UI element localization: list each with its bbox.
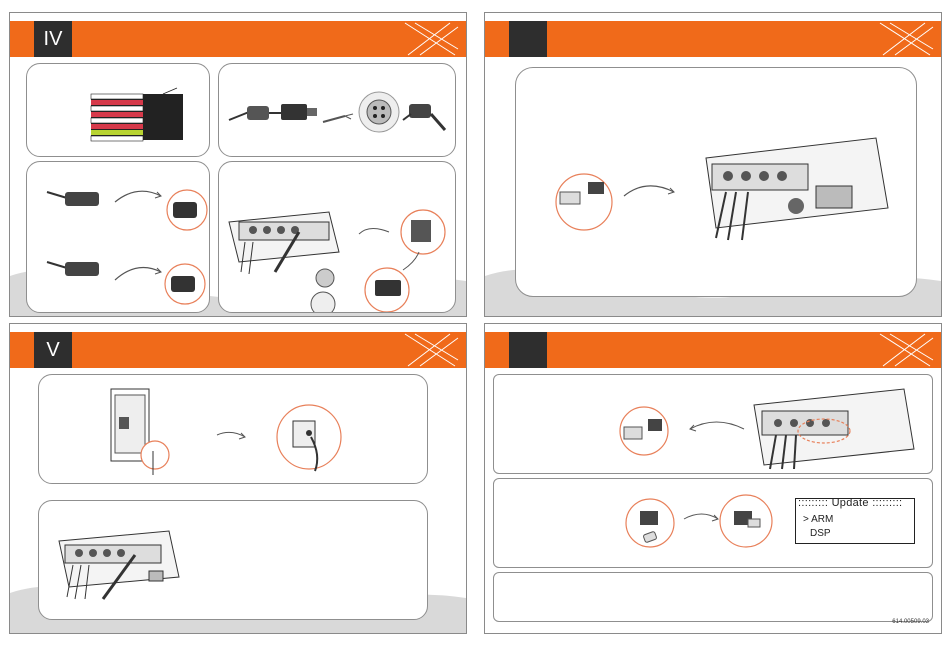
banner-decoration <box>400 332 460 368</box>
ethernet-plug-illustration <box>516 68 916 296</box>
manual-page-update: 614.00509.03 <box>484 323 942 634</box>
section-banner: IV <box>10 21 466 57</box>
inverter-cables-illustration <box>39 501 427 619</box>
lcd-title-text: Update <box>832 497 869 509</box>
ethernet-connection-box <box>515 67 917 297</box>
section-number <box>509 21 547 57</box>
banner-decoration <box>400 21 460 57</box>
module-removal-illustration <box>494 375 932 473</box>
section-number: IV <box>34 21 72 57</box>
connector-assembly-box <box>218 63 456 157</box>
lcd-selection-marker: > <box>803 514 809 525</box>
section-banner: V <box>10 332 466 368</box>
section-number <box>509 332 547 368</box>
lcd-title: ::::::::: Update ::::::::: <box>798 497 902 509</box>
banner-decoration <box>875 21 935 57</box>
connector-parts-illustration <box>219 64 455 156</box>
lcd-menu-item-arm: > ARM <box>803 514 833 525</box>
inverter-connection-illustration <box>219 162 455 312</box>
lcd-item-label: DSP <box>810 528 831 539</box>
ground-screw-illustration <box>39 375 427 483</box>
connect-inverter-box <box>218 161 456 313</box>
notes-box <box>493 572 933 622</box>
tighten-connector-box <box>26 161 210 313</box>
banner-decoration <box>875 332 935 368</box>
lcd-title-dashes-left: ::::::::: <box>798 497 832 509</box>
manual-page-ethernet <box>484 12 942 317</box>
rj45-pinout-illustration <box>27 64 209 156</box>
lcd-title-dashes-right: ::::::::: <box>869 497 903 509</box>
cable-connection-box <box>38 500 428 620</box>
lcd-item-label: ARM <box>811 514 833 525</box>
remove-module-box <box>493 374 933 474</box>
tighten-connector-illustration <box>27 162 209 312</box>
grounding-box <box>38 374 428 484</box>
manual-page-v: V <box>9 323 467 634</box>
section-banner <box>485 332 941 368</box>
cable-color-chart-box <box>26 63 210 157</box>
section-number: V <box>34 332 72 368</box>
manual-page-iv: IV <box>9 12 467 317</box>
section-banner <box>485 21 941 57</box>
lcd-menu-item-dsp: DSP <box>810 528 831 539</box>
document-code: 614.00509.03 <box>892 619 929 625</box>
